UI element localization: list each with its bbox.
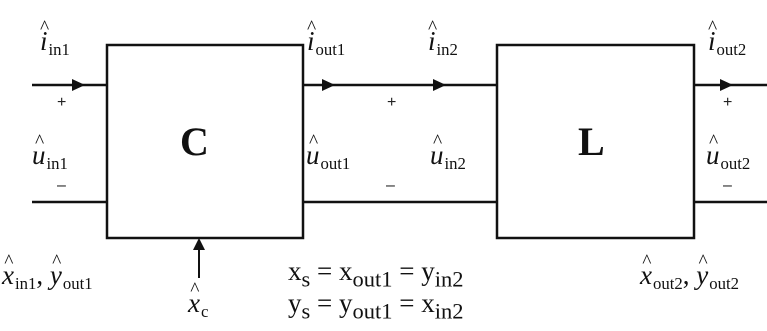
block-l-box (495, 43, 696, 240)
subscript: in1 (46, 153, 68, 173)
subscript: s (301, 298, 311, 324)
symbol: y (696, 262, 708, 289)
symbol: x (640, 262, 652, 289)
subscript: in1 (48, 39, 70, 59)
subscript: out1 (352, 266, 393, 292)
symbol: y (339, 288, 353, 318)
label-right-state: xout2, yout2 (640, 262, 739, 292)
minus-sign-in1: – (57, 177, 66, 194)
subscript: in2 (434, 298, 464, 324)
label-u-in2: uin2 (430, 142, 466, 172)
plus-sign-out2: + (723, 94, 733, 111)
equals: = (399, 256, 415, 286)
symbol: x (188, 290, 200, 317)
label-control: xc (188, 290, 208, 320)
equals: = (317, 256, 333, 286)
label-i-in1: iin1 (40, 28, 70, 58)
arrow-i-out2 (720, 79, 733, 91)
block-l-label: L (578, 119, 605, 164)
arrow-i-out1 (322, 79, 335, 91)
minus-sign-mid: – (386, 177, 395, 194)
symbol: i (307, 28, 315, 55)
equation-line-1: xs = xout1 = yin2 (288, 258, 464, 291)
subscript: out1 (62, 273, 93, 293)
label-i-out2: iout2 (708, 28, 746, 58)
plus-sign-in1: + (57, 94, 67, 111)
subscript: out2 (709, 273, 739, 293)
symbol: u (32, 142, 46, 169)
label-u-out1: uout1 (306, 142, 350, 172)
subscript: out1 (320, 153, 351, 173)
symbol: y (421, 256, 435, 286)
minus-sign-out2: – (723, 177, 732, 194)
symbol: u (306, 142, 320, 169)
label-i-out1: iout1 (307, 28, 345, 58)
subscript: out2 (720, 153, 751, 173)
symbol: x (421, 288, 435, 318)
arrow-i-in1 (72, 79, 85, 91)
subscript: out1 (352, 298, 393, 324)
plus-sign-mid: + (387, 94, 397, 111)
equation-line-2: ys = yout1 = xin2 (288, 290, 464, 323)
symbol: u (706, 142, 720, 169)
subscript: in2 (444, 153, 466, 173)
block-c-label: C (180, 119, 209, 164)
equals: = (317, 288, 333, 318)
equals: = (399, 288, 415, 318)
symbol: i (40, 28, 48, 55)
symbol: x (288, 256, 302, 286)
label-i-in2: iin2 (428, 28, 458, 58)
label-u-in1: uin1 (32, 142, 68, 172)
subscript: in2 (436, 39, 458, 59)
subscript: in1 (14, 273, 37, 293)
subscript: out2 (652, 273, 683, 293)
subscript: in2 (434, 266, 464, 292)
subscript: out2 (716, 39, 747, 59)
symbol: i (708, 28, 716, 55)
arrow-i-in2 (433, 79, 446, 91)
subscript: c (200, 301, 209, 321)
subscript: out1 (315, 39, 346, 59)
separator: , (682, 260, 690, 290)
symbol: x (2, 262, 14, 289)
label-left-state: xin1, yout1 (2, 262, 93, 292)
control-arrow-head (193, 238, 205, 250)
symbol: y (288, 288, 302, 318)
label-u-out2: uout2 (706, 142, 750, 172)
block-c-box (105, 43, 305, 240)
symbol: x (339, 256, 353, 286)
symbol: i (428, 28, 436, 55)
subscript: s (301, 266, 311, 292)
symbol: y (50, 262, 62, 289)
separator: , (36, 260, 44, 290)
symbol: u (430, 142, 444, 169)
